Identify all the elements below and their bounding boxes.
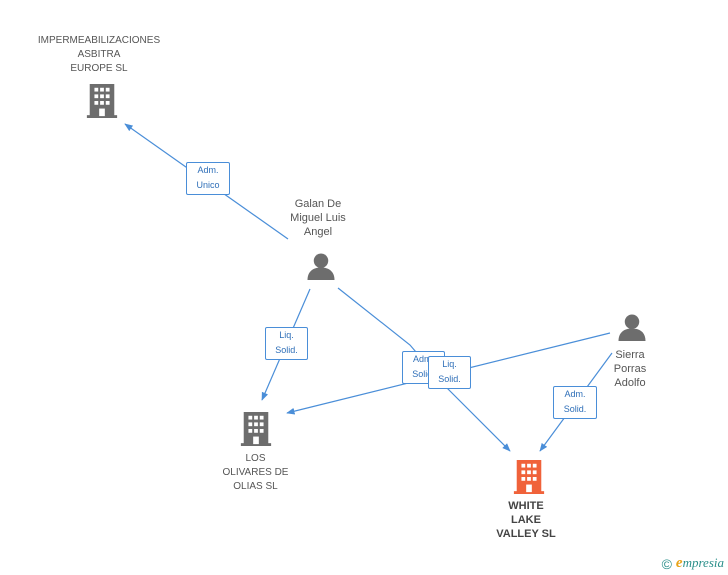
node-label-impermeabilizaciones[interactable]: IMPERMEABILIZACIONES ASBITRA EUROPE SL	[37, 35, 161, 74]
building-icon[interactable]	[513, 460, 545, 494]
building-icon[interactable]	[240, 412, 272, 446]
edge-label-liq-solid[interactable]: Liq. Solid.	[265, 327, 308, 360]
edge-label-adm-unico[interactable]: Adm. Unico	[186, 162, 230, 195]
node-label-galan[interactable]: Galan De Miguel Luis Angel	[290, 198, 346, 238]
person-icon[interactable]	[307, 253, 335, 280]
footer-brand: © empresia	[662, 555, 724, 572]
building-icon[interactable]	[86, 84, 118, 118]
copyright-icon: ©	[661, 555, 672, 572]
edge-label-adm-solid[interactable]: Adm. Solid.	[553, 386, 597, 419]
person-icon[interactable]	[618, 314, 646, 341]
node-label-los-olivares[interactable]: LOS OLIVARES DE OLIAS SL	[222, 453, 289, 492]
node-label-white-lake[interactable]: WHITE LAKE VALLEY SL	[496, 500, 556, 540]
node-label-sierra[interactable]: Sierra Porras Adolfo	[613, 349, 647, 389]
edge-label-liq-solid[interactable]: Liq. Solid.	[428, 356, 471, 389]
brand-logo[interactable]: empresia	[675, 555, 724, 571]
